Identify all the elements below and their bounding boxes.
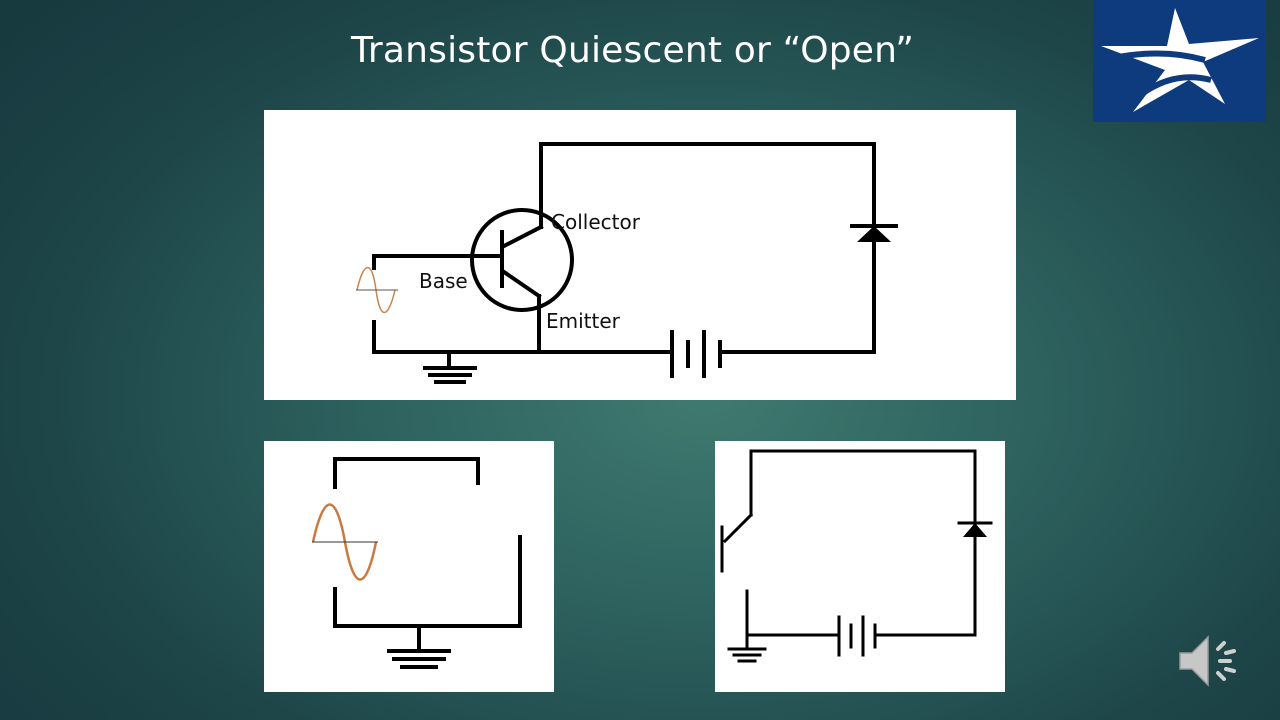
slide-title: Transistor Quiescent or “Open” [350, 30, 915, 71]
main-circuit-diagram: Collector Base Emitter [264, 110, 1016, 400]
collector-label: Collector [551, 210, 641, 234]
star-logo-icon [1093, 0, 1266, 122]
emitter-label: Emitter [546, 309, 621, 333]
base-label: Base [419, 269, 468, 293]
collector-circuit-diagram [715, 441, 1005, 692]
base-circuit-diagram [264, 441, 554, 692]
speaker-icon[interactable] [1176, 631, 1240, 691]
